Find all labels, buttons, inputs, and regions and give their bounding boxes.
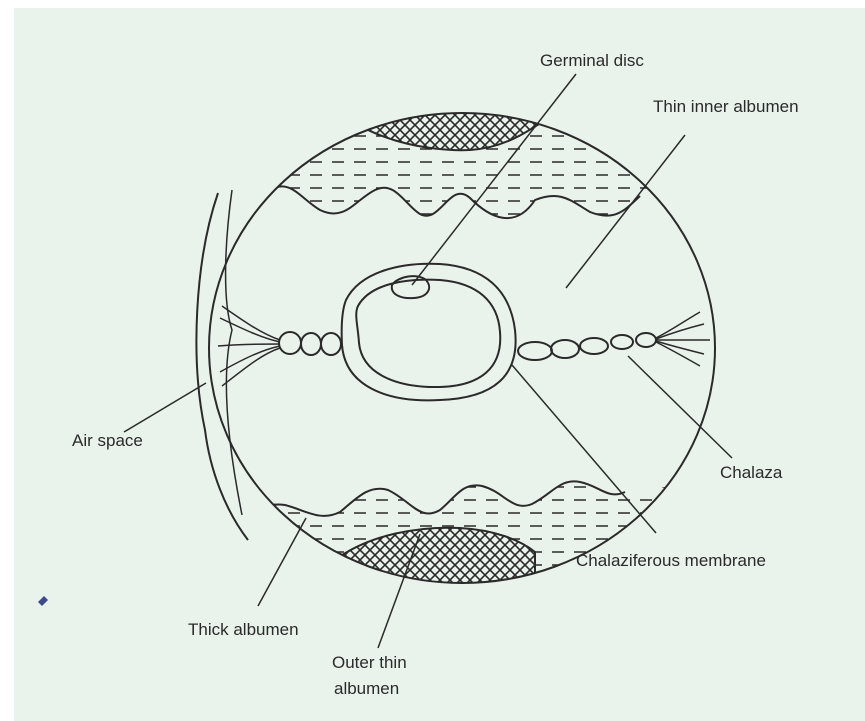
right-chalaza-fibers (656, 312, 710, 366)
ink-mark (38, 596, 48, 606)
label-outer-thin-albumen-line2: albumen (334, 679, 399, 698)
thick-albumen-bottom (200, 480, 720, 620)
label-chalaziferous-membrane: Chalaziferous membrane (576, 551, 766, 570)
left-chalaza-fibers (218, 306, 280, 386)
label-air-space: Air space (72, 431, 143, 450)
label-germinal-disc: Germinal disc (540, 51, 644, 70)
label-chalaza: Chalaza (720, 463, 783, 482)
thick-albumen-top (200, 100, 720, 218)
yolk-inner (356, 280, 500, 387)
label-thick-albumen: Thick albumen (188, 620, 299, 639)
label-thin-inner-albumen: Thin inner albumen (653, 97, 799, 116)
yolk (342, 264, 516, 401)
air-space-membrane (196, 193, 248, 540)
left-chalaza (279, 332, 341, 355)
right-chalaza (518, 333, 656, 360)
label-outer-thin-albumen-line1: Outer thin (332, 653, 407, 672)
